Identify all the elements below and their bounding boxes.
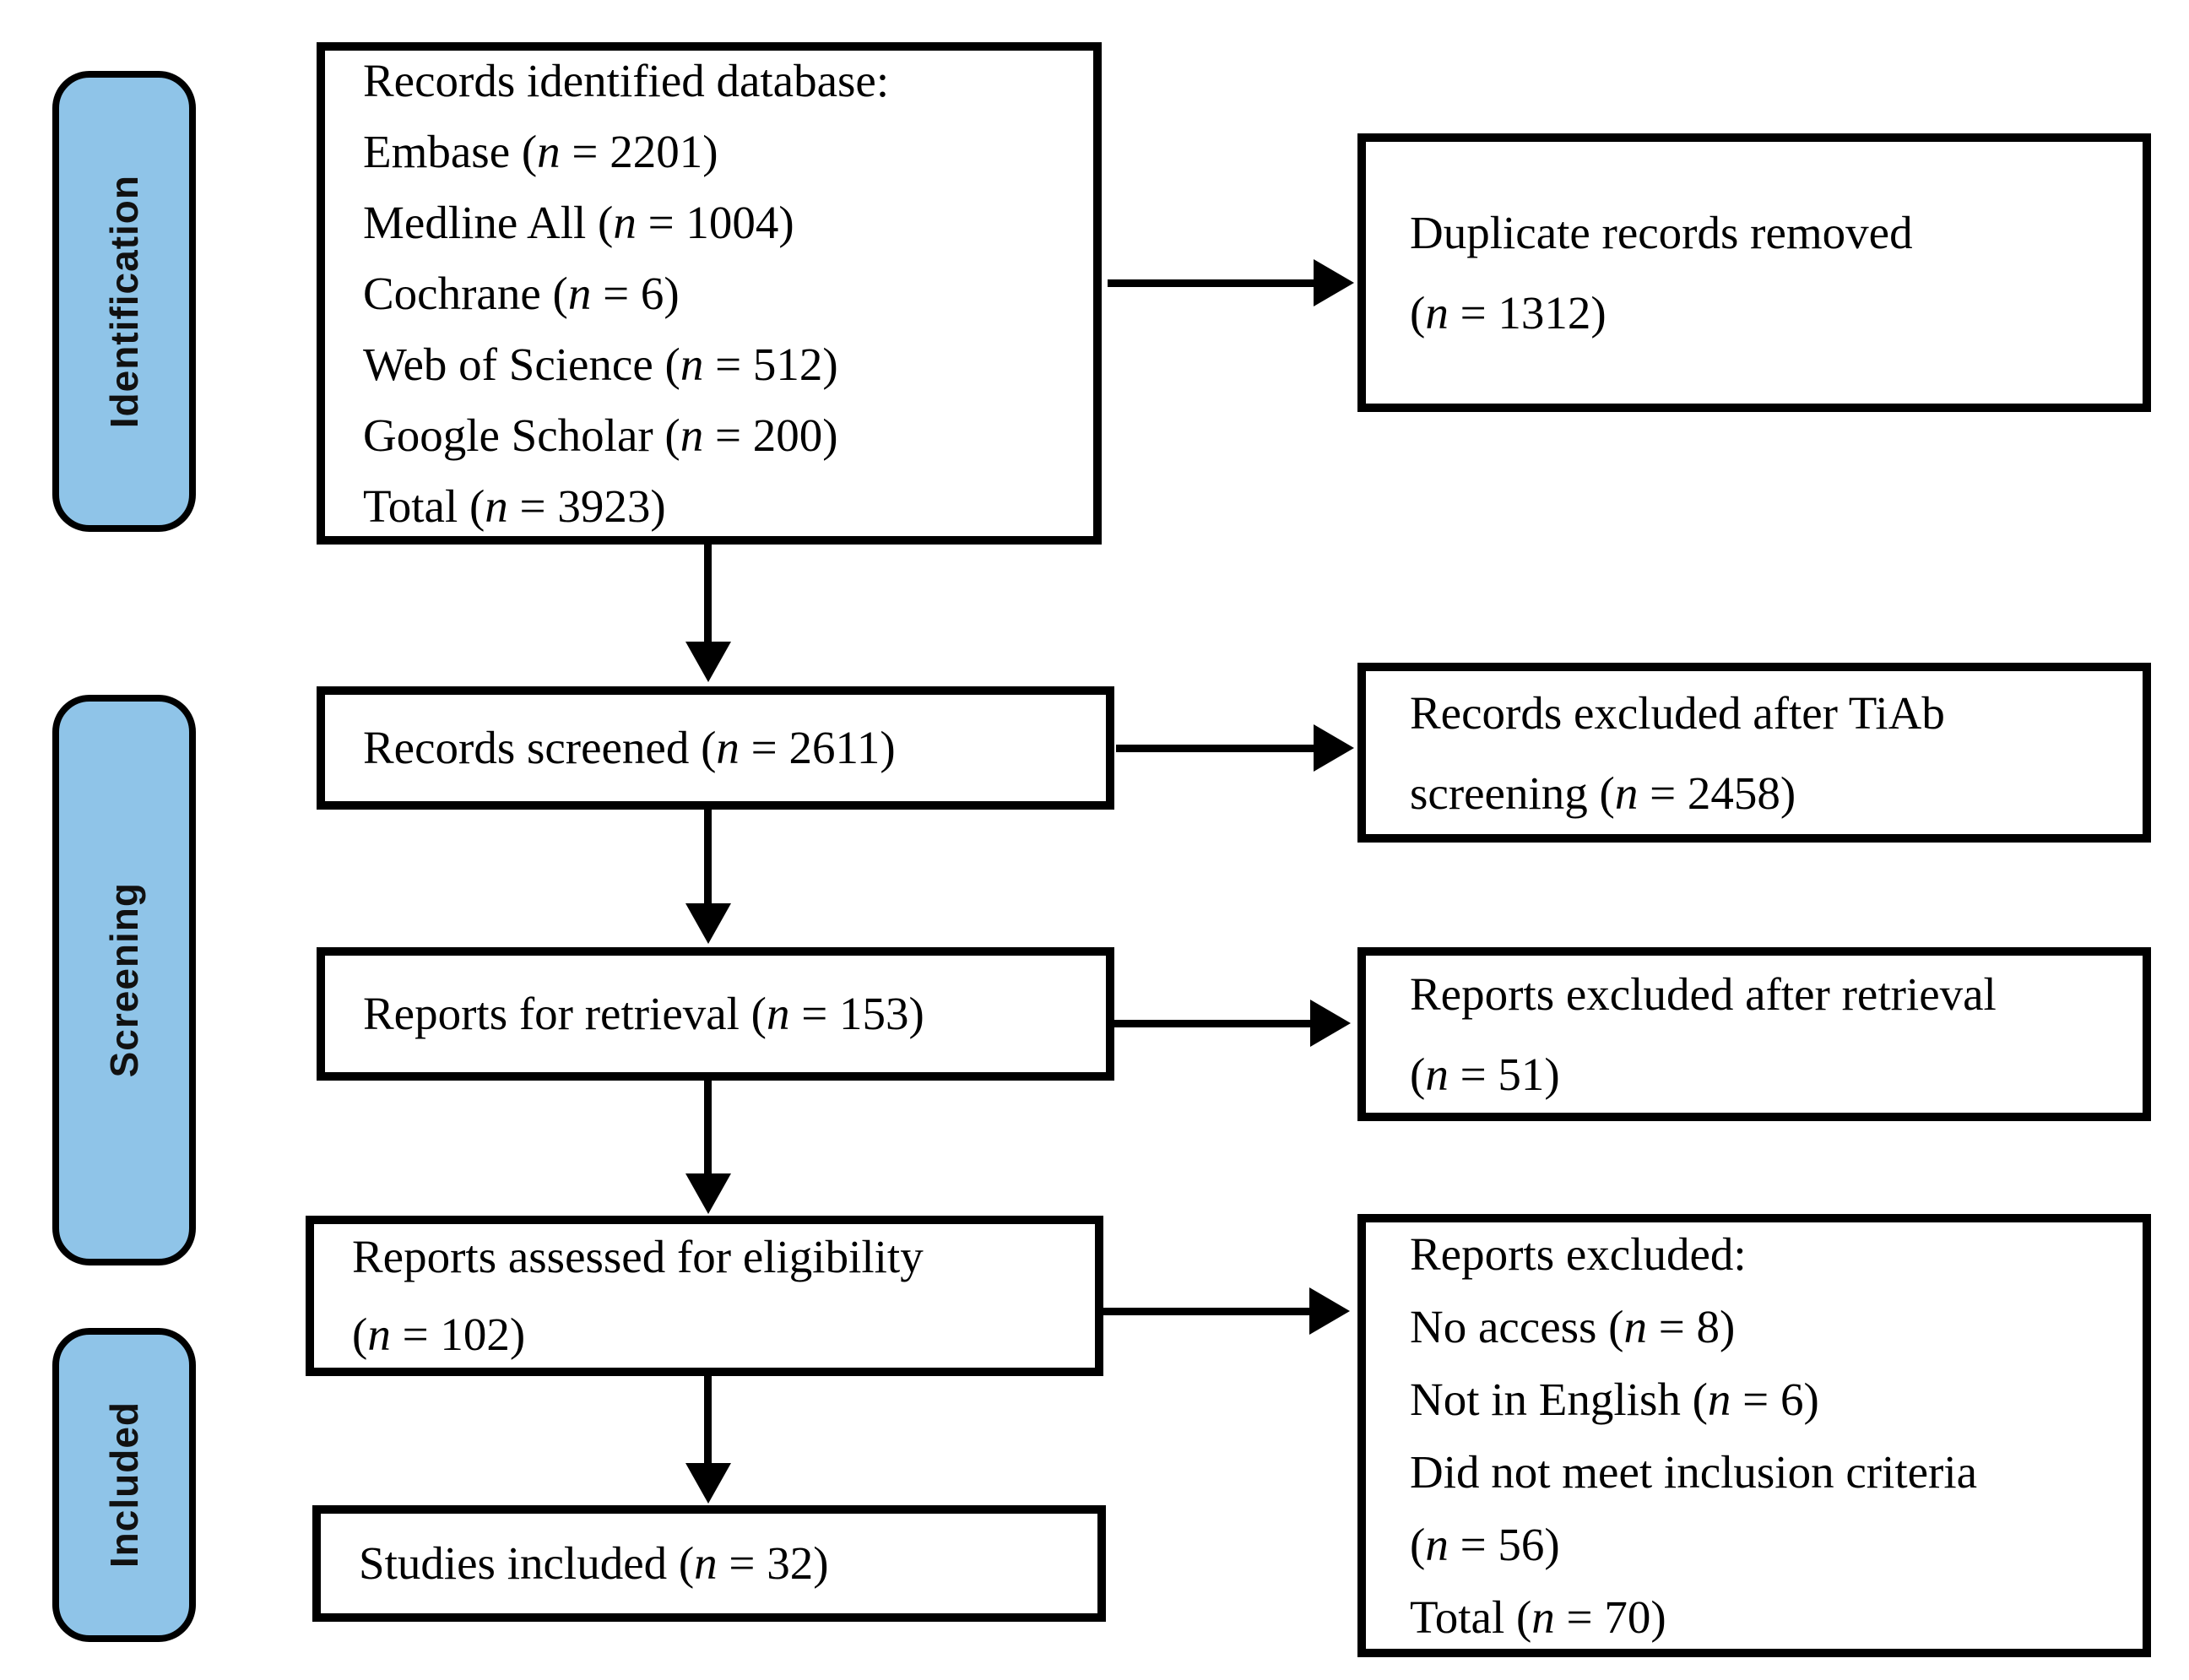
arrow-retrieval-to-retrieval-excluded [1108, 1020, 1315, 1027]
text-line: (n = 102) [352, 1309, 526, 1360]
reports-for-retrieval-box: Reports for retrieval (n = 153) [317, 947, 1114, 1081]
arrow-identified-to-screened [704, 545, 712, 648]
records-excluded-tiab-box: Records excluded after TiAb screening (n … [1357, 663, 2151, 843]
text-line: Duplicate records removed [1410, 207, 1913, 258]
arrowhead-down-icon [685, 1173, 731, 1214]
arrowhead-down-icon [685, 642, 731, 682]
text-line: Studies included (n = 32) [359, 1537, 829, 1589]
text-line: Not in English (n = 6) [1410, 1373, 1819, 1425]
text-line: Records excluded after TiAb [1410, 686, 1945, 739]
stage-label-screening: Screening [102, 882, 146, 1078]
reports-excluded-after-retrieval-box: Reports excluded after retrieval (n = 51) [1357, 947, 2151, 1121]
text-line: (n = 1312) [1410, 287, 1607, 339]
text-line: Reports assessed for eligibility [352, 1231, 924, 1282]
text-line: Total (n = 70) [1410, 1591, 1666, 1643]
text-line: Cochrane (n = 6) [363, 267, 680, 319]
stage-label-identification: Identification [102, 174, 146, 429]
stage-pill-screening: Screening [52, 695, 196, 1265]
duplicate-records-removed-box: Duplicate records removed (n = 1312) [1357, 133, 2151, 412]
text-line: Reports for retrieval (n = 153) [363, 988, 924, 1039]
reports-assessed-eligibility-box: Reports assessed for eligibility (n = 102… [306, 1216, 1103, 1376]
text-line: screening (n = 2458) [1410, 767, 1796, 819]
text-line: (n = 51) [1410, 1049, 1560, 1100]
stage-pill-included: Included [52, 1328, 196, 1642]
text-line: Did not meet inclusion criteria [1410, 1445, 1978, 1498]
text-line: Web of Science (n = 512) [363, 338, 838, 390]
stage-pill-identification: Identification [52, 71, 196, 532]
text-line: Total (n = 3923) [363, 480, 666, 532]
arrow-assessed-to-reports-excluded [1103, 1308, 1314, 1315]
arrowhead-right-icon [1309, 1287, 1350, 1335]
text-line: No access (n = 8) [1410, 1300, 1736, 1352]
text-line: Embase (n = 2201) [363, 125, 718, 177]
studies-included-box: Studies included (n = 32) [312, 1505, 1106, 1622]
arrowhead-down-icon [685, 903, 731, 944]
arrowhead-down-icon [685, 1463, 731, 1504]
reports-excluded-box: Reports excluded: No access (n = 8) Not in… [1357, 1214, 2151, 1657]
text-line: (n = 56) [1410, 1518, 1560, 1570]
text-line: Reports excluded after retrieval [1410, 968, 1997, 1020]
records-screened-box: Records screened (n = 2611) [317, 686, 1114, 810]
arrow-assessed-to-included [704, 1376, 712, 1469]
records-identified-box: Records identified database: Embase (n = … [317, 42, 1102, 545]
arrow-identified-to-duplicates [1108, 279, 1319, 287]
arrowhead-right-icon [1314, 259, 1354, 306]
text-line: Records screened (n = 2611) [363, 722, 896, 773]
text-line: Records identified database: [363, 54, 890, 106]
arrow-retrieval-to-assessed [704, 1081, 712, 1179]
arrow-screened-to-retrieval [704, 809, 712, 908]
stage-label-included: Included [102, 1401, 146, 1569]
text-line: Google Scholar (n = 200) [363, 409, 838, 461]
arrow-screened-to-tiab-excluded [1116, 745, 1319, 752]
arrowhead-right-icon [1310, 1000, 1351, 1047]
arrowhead-right-icon [1314, 724, 1354, 772]
text-line: Medline All (n = 1004) [363, 196, 794, 248]
text-line: Reports excluded: [1410, 1227, 1747, 1280]
